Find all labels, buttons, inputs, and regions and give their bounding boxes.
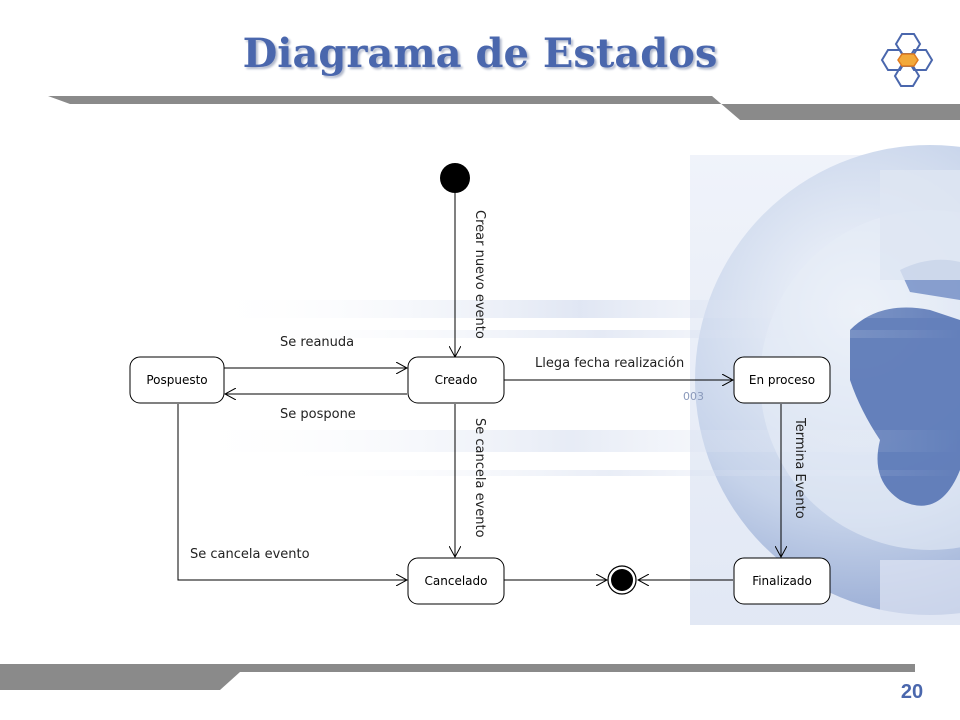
state-creado: Creado bbox=[407, 356, 505, 404]
label-termina-evento: Termina Evento bbox=[792, 417, 807, 519]
label-se-cancela-evento-horizontal: Se cancela evento bbox=[190, 547, 310, 562]
state-en-proceso: En proceso bbox=[733, 356, 831, 404]
label-se-reanuda: Se reanuda bbox=[280, 335, 354, 350]
initial-state-node bbox=[440, 163, 470, 193]
state-pospuesto-label: Pospuesto bbox=[146, 373, 207, 387]
slide-title: Diagrama de Estados bbox=[242, 30, 718, 77]
page-number: 20 bbox=[900, 681, 924, 703]
final-state-node bbox=[607, 565, 637, 595]
label-se-cancela-evento-vertical: Se cancela evento bbox=[472, 418, 487, 538]
hexagon-logo-icon bbox=[880, 33, 934, 87]
transition-se-cancela-evento-horizontal bbox=[177, 404, 407, 580]
state-cancelado: Cancelado bbox=[407, 557, 505, 605]
state-creado-label: Creado bbox=[435, 373, 478, 387]
state-finalizado-label: Finalizado bbox=[752, 574, 812, 588]
label-se-pospone: Se pospone bbox=[280, 407, 356, 422]
state-pospuesto: Pospuesto bbox=[129, 356, 225, 404]
state-finalizado: Finalizado bbox=[733, 557, 831, 605]
label-llega-fecha-realizacion: Llega fecha realización bbox=[535, 356, 684, 371]
state-cancelado-label: Cancelado bbox=[425, 574, 488, 588]
background-number: 003 bbox=[683, 390, 704, 403]
state-en-proceso-label: En proceso bbox=[749, 373, 815, 387]
label-crear-nuevo-evento: Crear nuevo evento bbox=[472, 210, 487, 339]
